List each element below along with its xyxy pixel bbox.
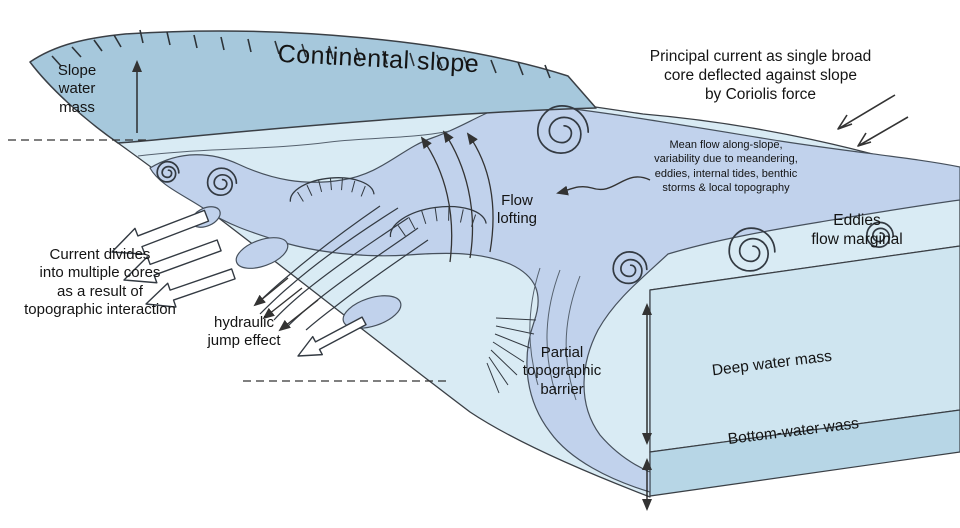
hydraulic-jump-arrow [278,299,319,332]
continental-slope-band [29,30,597,144]
flow-lofting-arrow [420,136,453,263]
divided-core-arrow [292,311,370,366]
slope-hatch-ticks [51,29,551,79]
flow-lofting-arrow [442,130,474,259]
hydraulic-jump-arrow [253,277,289,307]
mean-flow-note: Mean flow along-slope, variability due t… [654,139,798,194]
tongue-streamlines [529,267,581,401]
mean-flow-arrow [556,176,651,196]
flow-lofting-label: Flow lofting [496,192,538,228]
slope-water-mass-label: Slope water mass [57,62,97,116]
principal-current-arrow [837,94,896,130]
current-core-cylinder [235,237,289,269]
current-divides-label: Current divides into multiple cores as a… [24,246,176,318]
barrier-hachures [486,317,537,394]
partial-barrier-label: Partial topographic barrier [522,344,602,398]
hydraulic-jump-label: hydraulic jump effect [207,314,281,350]
eddies-marginal-label: Eddies flow marginal [811,212,903,248]
principal-current-label: Principal current as single broad core d… [649,48,872,103]
surface-wave-line [137,130,451,157]
flow-lofting-arrow [466,132,494,253]
principal-current-arrow [857,116,909,147]
hydraulic-jump-arrow [262,287,303,320]
core-streamlines [257,205,429,331]
